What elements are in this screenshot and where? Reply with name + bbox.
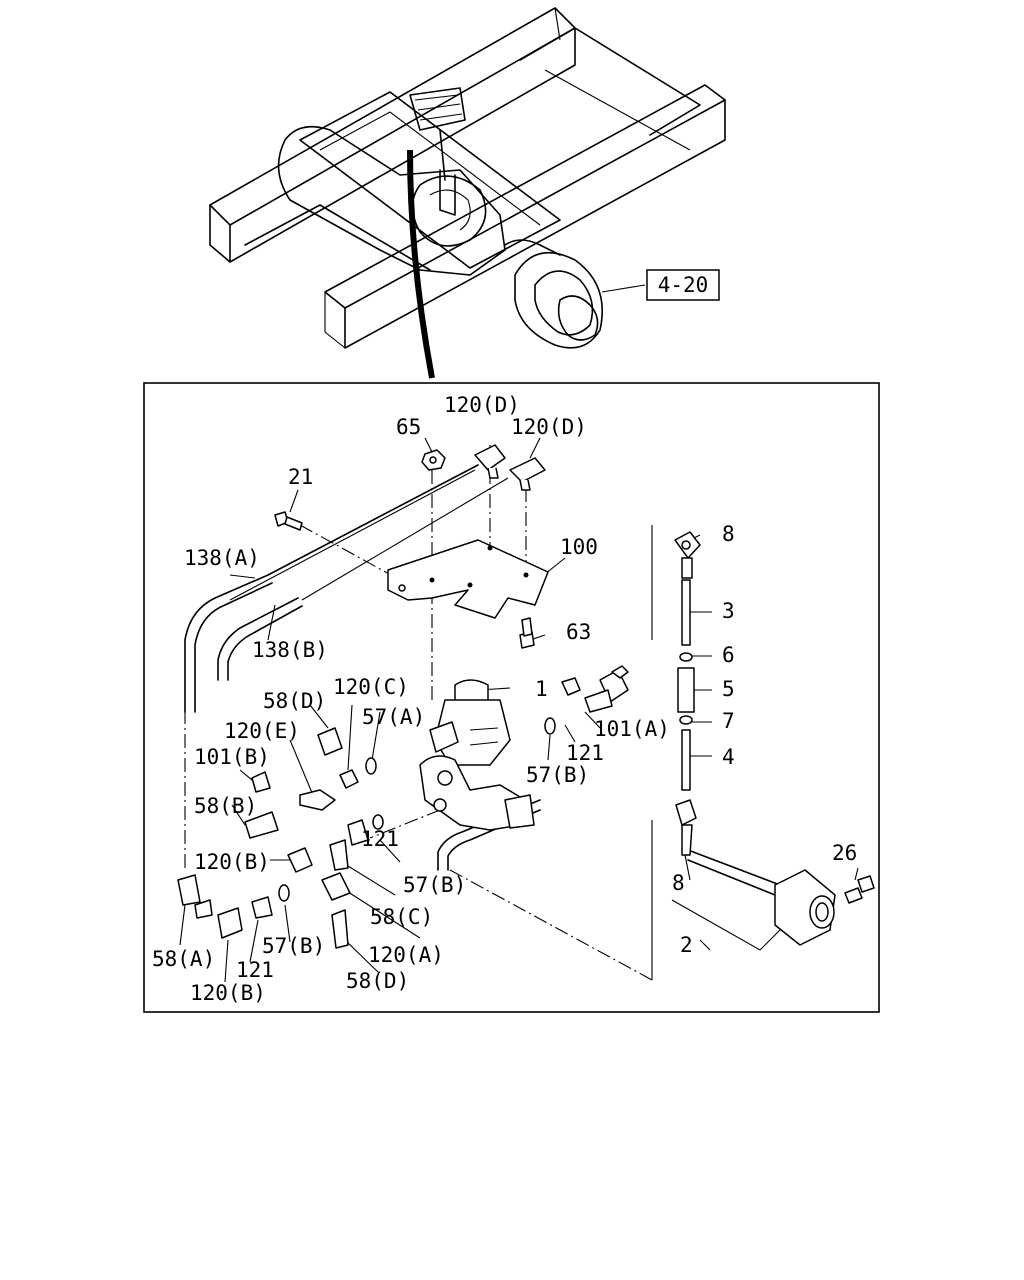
callout-label: 5 — [722, 677, 735, 701]
part-nut-65 — [421, 449, 446, 471]
part-bolt-26 — [844, 875, 875, 904]
part-nut-121-right — [561, 677, 581, 696]
part-linkage-stack — [674, 531, 701, 856]
callout-label: 121 — [236, 958, 274, 982]
callout-label: 21 — [288, 465, 313, 489]
part-bolt-63 — [519, 617, 535, 649]
part-valve-1 — [419, 679, 535, 831]
callout-label: 7 — [722, 709, 735, 733]
callout-label: 65 — [396, 415, 421, 439]
callout-label: 3 — [722, 599, 735, 623]
callout-label: 138(A) — [184, 546, 260, 570]
callout-label: 8 — [672, 871, 685, 895]
callout-label: 121 — [361, 827, 399, 851]
callout-label: 2 — [680, 933, 693, 957]
callout-label: 138(B) — [252, 638, 328, 662]
detail-frame — [143, 382, 880, 1013]
reference-label: 4-20 — [658, 273, 709, 297]
part-nut-120c — [339, 769, 359, 789]
part-washer-57b-right — [544, 717, 556, 735]
part-block-120e — [299, 789, 336, 811]
callout-label: 121 — [566, 741, 604, 765]
callout-label: 57(B) — [403, 873, 466, 897]
callout-label: 58(D) — [346, 969, 409, 993]
leader-lines — [179, 437, 859, 983]
callout-label: 58(D) — [263, 689, 326, 713]
part-lower-fittings — [177, 814, 384, 949]
callout-label: 4 — [722, 745, 735, 769]
callout-label: 6 — [722, 643, 735, 667]
part-lever-2 — [774, 869, 836, 946]
callout-label: 58(C) — [370, 905, 433, 929]
callout-label: 1 — [535, 677, 548, 701]
callout-label: 101(B) — [194, 745, 270, 769]
callout-label: 58(B) — [194, 794, 257, 818]
callout-label: 120(B) — [190, 981, 266, 1005]
part-plug-101b — [251, 771, 271, 793]
part-tee-fittings — [474, 444, 546, 491]
chassis-frame-illustration — [209, 7, 726, 379]
part-fitting-58b — [244, 811, 279, 839]
part-bracket-100 — [387, 539, 549, 619]
callout-label: 57(A) — [362, 705, 425, 729]
callout-label: 101(A) — [594, 717, 670, 741]
callout-label: 120(E) — [224, 719, 300, 743]
callout-label: 120(A) — [368, 943, 444, 967]
callout-label: 120(D) — [511, 415, 587, 439]
part-fitting-58d-upper — [317, 727, 343, 756]
callout-label: 63 — [566, 620, 591, 644]
reference-box: 4-20 — [646, 269, 720, 301]
callout-label: 57(B) — [526, 763, 589, 787]
callout-label: 120(B) — [194, 850, 270, 874]
part-elbow-101a — [584, 665, 629, 713]
callout-label: 120(D) — [444, 393, 520, 417]
callout-labels: 120(D) 120(D) 65 21 100 138(A) 138(B) 63… — [152, 393, 857, 1005]
tubes — [184, 464, 781, 896]
callout-label: 58(A) — [152, 947, 215, 971]
callout-label: 120(C) — [333, 675, 409, 699]
callout-label: 8 — [722, 522, 735, 546]
callout-label: 26 — [832, 841, 857, 865]
callout-label: 57(B) — [262, 934, 325, 958]
callout-label: 100 — [560, 535, 598, 559]
part-washer-57a — [365, 757, 377, 775]
part-bolt-21 — [274, 511, 303, 531]
